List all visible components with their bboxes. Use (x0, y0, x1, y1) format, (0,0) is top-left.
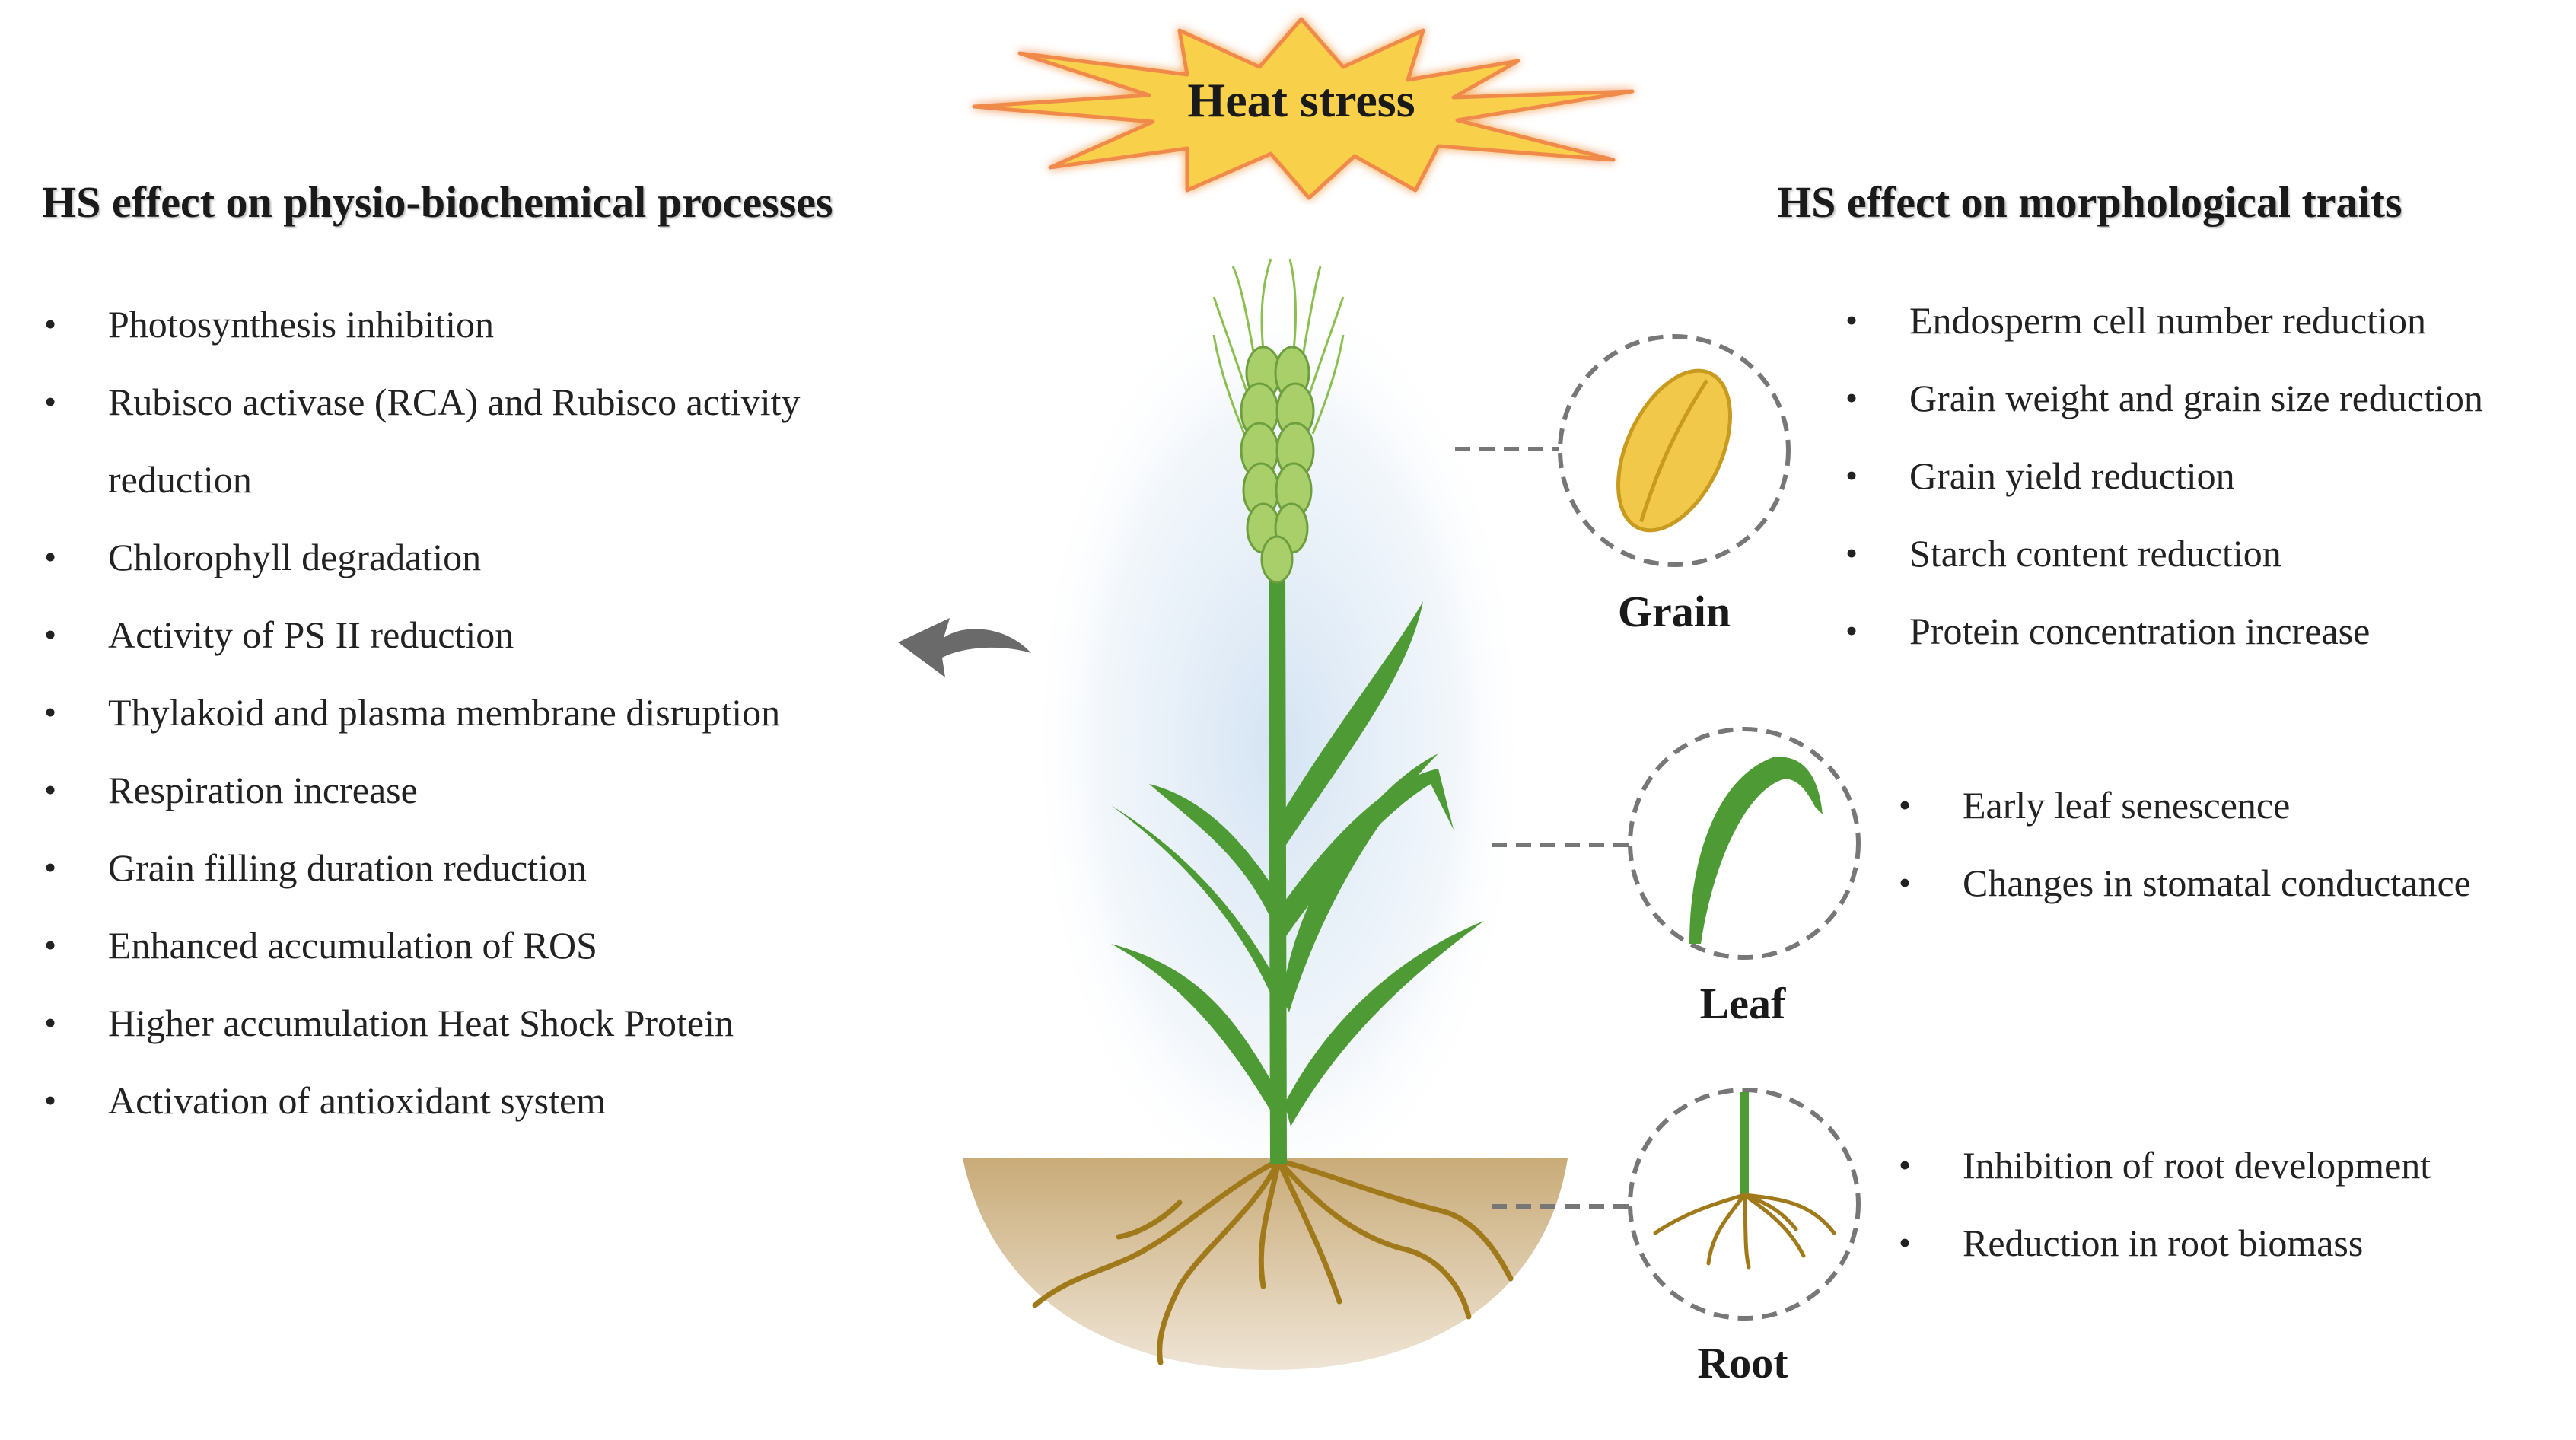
root-circle (1628, 1088, 1861, 1321)
list-item: Rubisco activase (RCA) and Rubisco activ… (44, 363, 801, 441)
list-item: Endosperm cell number reduction (1845, 282, 2483, 359)
curved-arrow-icon (898, 618, 1031, 677)
grain-label: Grain (1617, 587, 1731, 636)
list-item: Thylakoid and plasma membrane disruption (44, 674, 801, 751)
list-item: Early leaf senescence (1899, 766, 2471, 844)
list-item: Reduction in root biomass (1899, 1204, 2431, 1282)
grain-icon (1616, 368, 1732, 533)
leaf-label: Leaf (1699, 979, 1786, 1028)
list-item-continuation: reduction (108, 458, 252, 501)
root-icon (1653, 1092, 1836, 1270)
list-item: Higher accumulation Heat Shock Protein (44, 984, 801, 1062)
list-item: Activity of PS II reduction (44, 596, 801, 674)
soil (963, 1158, 1568, 1370)
wheat-spike (1212, 258, 1345, 584)
root-effects-list: Inhibition of root development Reduction… (1899, 1126, 2431, 1282)
grain-circle (1558, 334, 1791, 567)
physio-effects-list: Photosynthesis inhibition Rubisco activa… (44, 285, 801, 1139)
roots (1032, 1158, 1514, 1365)
list-item: Inhibition of root development (1899, 1126, 2431, 1204)
wheat-plant-illustration (963, 258, 1568, 1370)
left-panel-heading: HS effect on physio-biochemical processe… (42, 177, 833, 227)
list-item: Photosynthesis inhibition (44, 285, 801, 363)
heat-stress-burst (972, 17, 1635, 200)
leaf-circle (1628, 727, 1861, 960)
list-item: Respiration increase (44, 751, 801, 829)
grain-effects-list: Endosperm cell number reduction Grain we… (1845, 282, 2483, 670)
list-item: Grain yield reduction (1845, 437, 2483, 515)
list-item: Enhanced accumulation of ROS (44, 906, 801, 984)
stem (1269, 570, 1287, 1165)
leaf-icon (1689, 757, 1823, 944)
list-item: Grain filling duration reduction (44, 829, 801, 906)
root-label: Root (1697, 1338, 1788, 1387)
leaf-effects-list: Early leaf senescence Changes in stomata… (1899, 766, 2471, 922)
right-panel-heading: HS effect on morphological traits (1777, 177, 2402, 227)
list-item: Grain weight and grain size reduction (1845, 359, 2483, 437)
list-item: Changes in stomatal conductance (1899, 844, 2471, 922)
list-item: Activation of antioxidant system (44, 1062, 801, 1139)
list-item: Starch content reduction (1845, 515, 2483, 592)
list-item: Protein concentration increase (1845, 592, 2483, 670)
organ-callouts (1455, 334, 1861, 1321)
leaves (1111, 601, 1484, 1126)
burst-shape (972, 17, 1635, 200)
list-item: Chlorophyll degradation (44, 518, 801, 596)
heat-stress-label: Heat stress (1187, 73, 1415, 127)
